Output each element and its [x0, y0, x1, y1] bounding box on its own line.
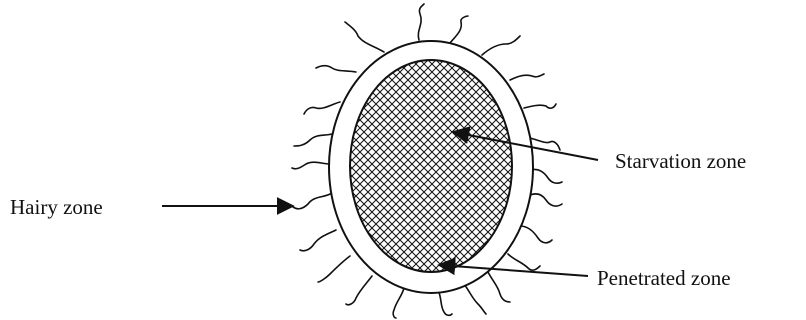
hairy-zone-label: Hairy zone [10, 195, 103, 219]
starvation-core [350, 60, 512, 272]
penetrated-zone-label: Penetrated zone [597, 266, 731, 290]
starvation-zone-label: Starvation zone [615, 149, 746, 173]
